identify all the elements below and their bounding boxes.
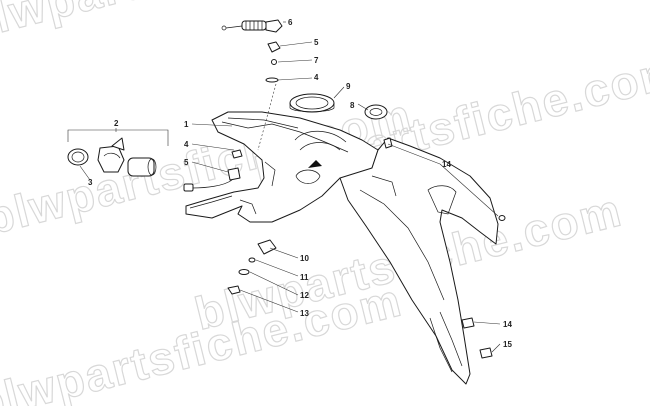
callout-7: 7	[314, 56, 319, 65]
leader-lines	[79, 21, 501, 353]
washer-part-12[interactable]	[238, 269, 250, 275]
screw-part-14-top[interactable]	[383, 137, 393, 149]
callout-15: 15	[503, 340, 512, 349]
socket-opening	[295, 169, 321, 184]
callout-11: 11	[300, 273, 309, 282]
callout-3: 3	[88, 178, 93, 187]
callout-5-mid: 5	[184, 158, 189, 167]
nut-part-7[interactable]	[271, 59, 277, 65]
screw-part-14-right[interactable]	[498, 215, 506, 221]
switch-assembly-part-2[interactable]	[67, 129, 169, 177]
callout-8: 8	[350, 101, 355, 110]
callout-9: 9	[346, 82, 351, 91]
callout-1: 1	[184, 120, 189, 129]
screw-part-13[interactable]	[227, 285, 241, 295]
screw-part-15[interactable]	[479, 347, 493, 359]
side-fairing[interactable]	[339, 137, 499, 385]
callout-4-mid: 4	[184, 140, 189, 149]
gauge-bezel-ring[interactable]	[289, 93, 335, 113]
console-body[interactable]	[185, 111, 379, 223]
assembly-line	[257, 83, 277, 151]
watermark-text: blwpartsfiche.com	[0, 0, 397, 50]
callout-14-bottom: 14	[503, 320, 512, 329]
callout-14-right: 14	[442, 160, 451, 169]
cable-boot-part-6[interactable]	[221, 19, 283, 33]
callout-2: 2	[114, 119, 119, 128]
callout-6: 6	[288, 18, 293, 27]
callout-10: 10	[300, 254, 309, 263]
callout-5-top: 5	[314, 38, 319, 47]
grommet-part-8[interactable]	[364, 104, 388, 120]
washer-part-11[interactable]	[248, 257, 256, 263]
screw-part-14-bottom[interactable]	[461, 317, 475, 329]
callout-12: 12	[300, 291, 309, 300]
connector-wire-part-5[interactable]	[183, 167, 241, 192]
clip-part-10[interactable]	[257, 239, 277, 255]
plug-part-5-top[interactable]	[267, 41, 281, 53]
callout-4-top: 4	[314, 73, 319, 82]
callout-13: 13	[300, 309, 309, 318]
callout-labels: 1 2 3 4 4 5 5 6 7 8 9 10 11 12 13 14 14 …	[88, 18, 512, 349]
fastener-part-4-mid[interactable]	[231, 149, 243, 159]
washer-part-4-top[interactable]	[265, 77, 279, 83]
arrow-marker	[308, 160, 322, 168]
